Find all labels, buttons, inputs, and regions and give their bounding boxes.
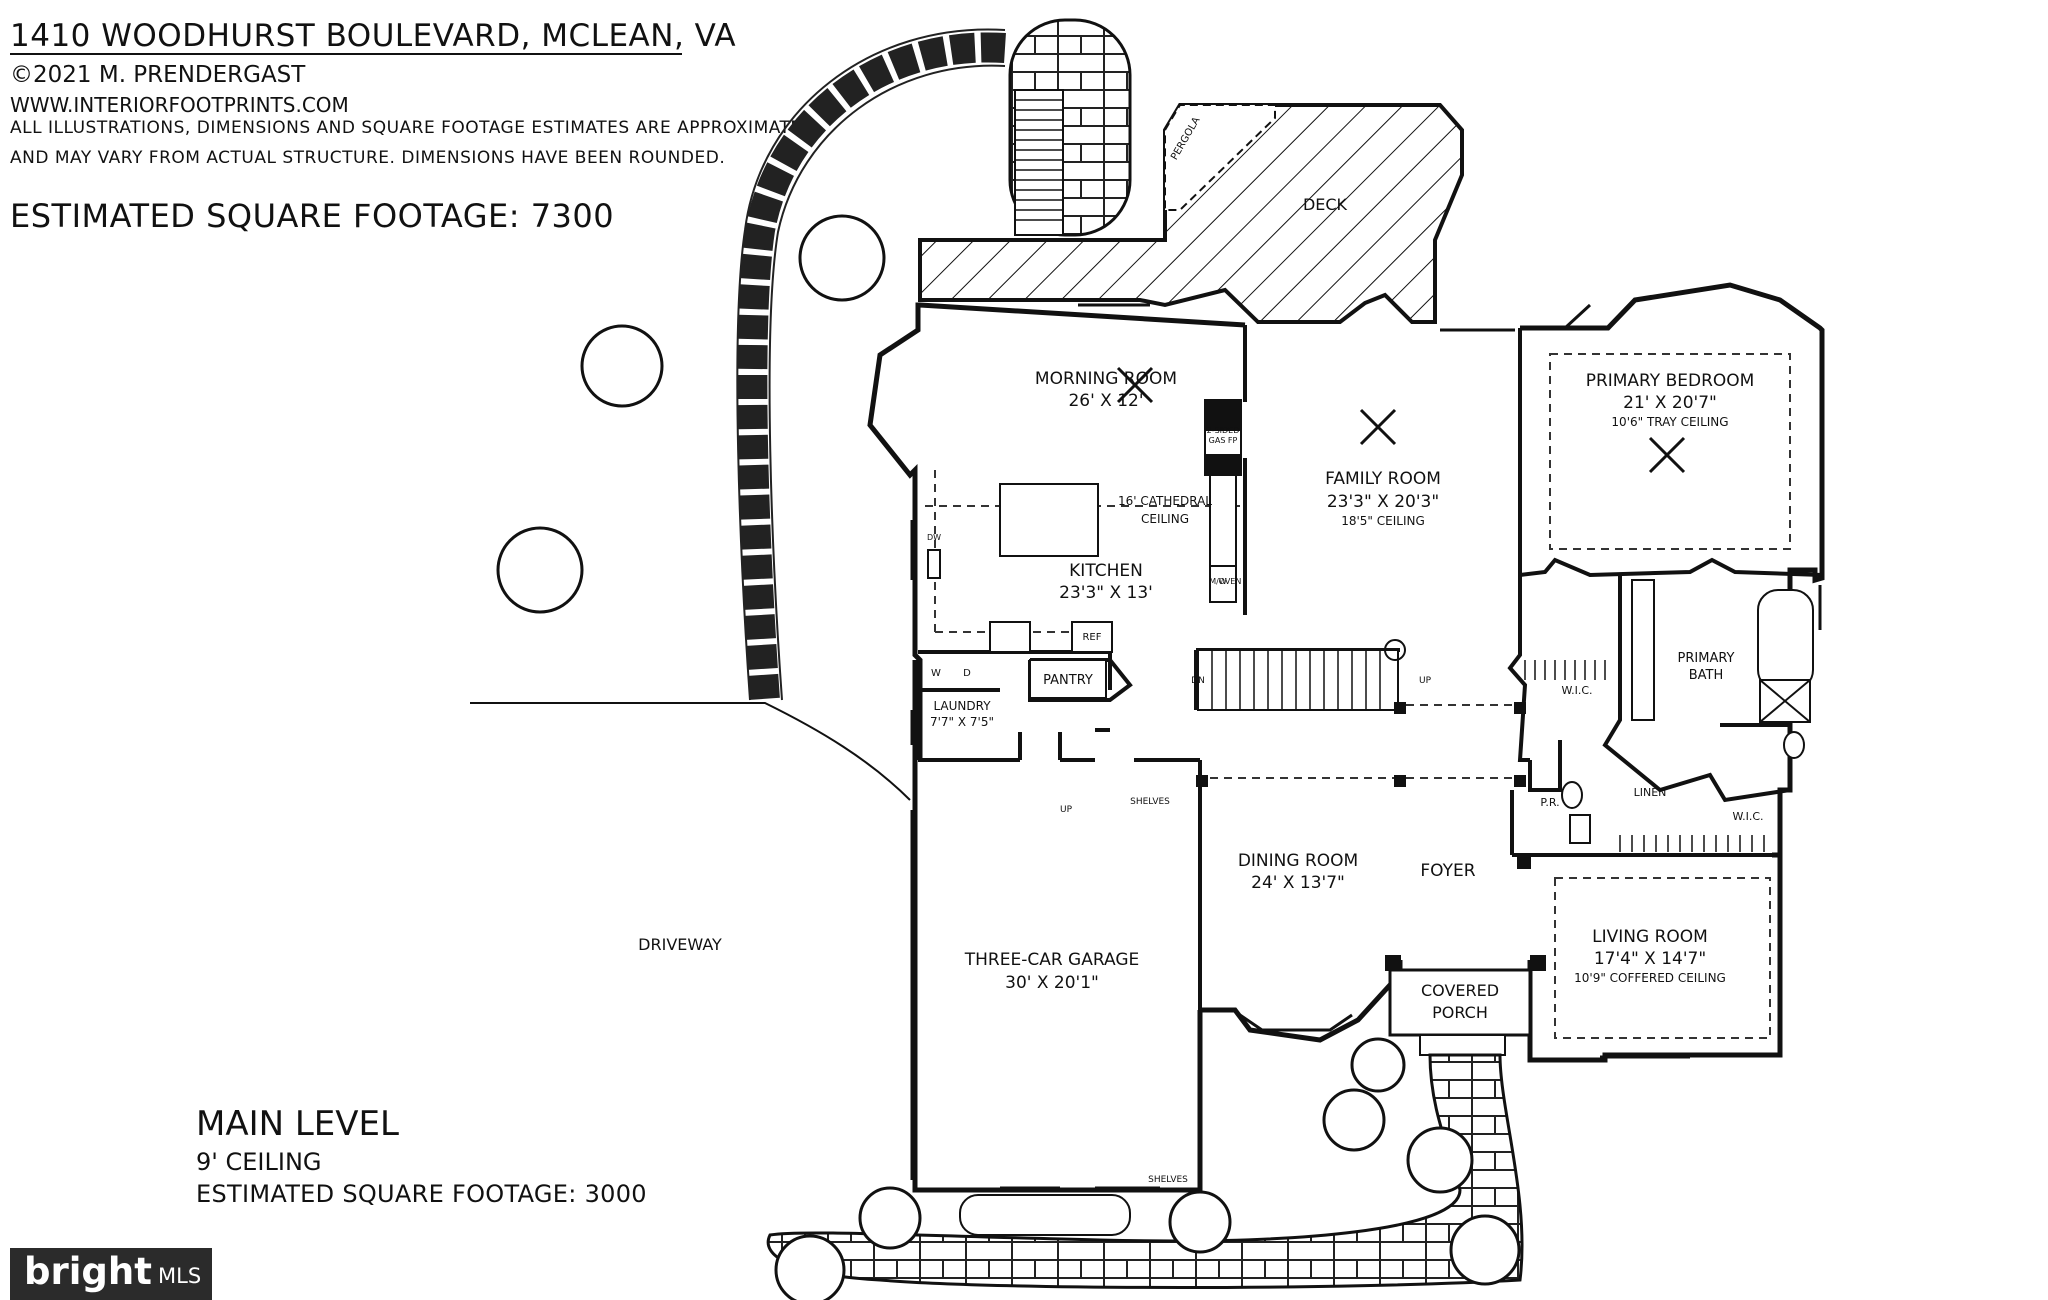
room-dims-garage: 30' X 20'1" [1005, 973, 1099, 993]
room-label-porch-2: PORCH [1432, 1003, 1488, 1022]
pergola [1164, 104, 1276, 211]
logo-suffix: MLS [158, 1264, 202, 1288]
room-dims-morning: 26' X 12' [1068, 391, 1143, 411]
closet-label-wic-2: W.I.C. [1732, 810, 1763, 823]
closet-label-wic-1: W.I.C. [1561, 684, 1592, 697]
room-label-morning: MORNING ROOM [1035, 369, 1177, 389]
copyright-text: ©2021 M. PRENDERGAST [10, 62, 306, 88]
room-label-living: LIVING ROOM [1592, 927, 1708, 947]
fixture-label-dryer: D [963, 668, 971, 679]
room-label-foyer: FOYER [1420, 861, 1475, 881]
property-address: 1410 WOODHURST BOULEVARD, MCLEAN, VA [10, 18, 737, 54]
logo-brand: bright [24, 1250, 152, 1293]
fixture-label-fireplace-2: GAS FP [1209, 436, 1238, 445]
area-label-driveway: DRIVEWAY [638, 935, 722, 954]
disclaimer-line-1: ALL ILLUSTRATIONS, DIMENSIONS AND SQUARE… [10, 118, 802, 138]
room-dims-primary-bedroom: 21' X 20'7" [1623, 393, 1717, 413]
bay-windows [910, 303, 1822, 1190]
room-label-laundry: LAUNDRY [933, 699, 991, 713]
bath-fixtures [1561, 579, 1814, 844]
room-label-primary-bedroom: PRIMARY BEDROOM [1586, 371, 1755, 391]
dishwasher [927, 549, 941, 579]
kitchen-fixtures [927, 399, 1242, 699]
room-label-porch-1: COVERED [1421, 981, 1499, 1000]
porch-steps [1419, 1034, 1506, 1056]
ceiling-note-family: 18'5" CEILING [1341, 514, 1425, 528]
room-dims-dining: 24' X 13'7" [1251, 873, 1345, 893]
turret-stairs [1008, 18, 1132, 237]
stair-label-up-1: UP [1419, 676, 1432, 686]
shelves-label-top: SHELVES [1130, 797, 1170, 807]
room-label-powder: P.R. [1540, 796, 1559, 809]
total-square-footage: ESTIMATED SQUARE FOOTAGE: 7300 [10, 197, 615, 235]
room-dims-living: 17'4" X 14'7" [1594, 949, 1706, 969]
room-label-primary-bath-2: BATH [1689, 668, 1724, 683]
pantry-box [1029, 659, 1107, 699]
stair-label-up-2: UP [1060, 805, 1073, 815]
room-label-family: FAMILY ROOM [1325, 469, 1441, 489]
website-text: WWW.INTERIORFOOTPRINTS.COM [10, 93, 349, 117]
driveway-edge [470, 702, 911, 801]
interior-walls [918, 325, 1823, 1010]
area-label-deck: DECK [1303, 195, 1348, 214]
closet-label-linen: LINEN [1634, 786, 1667, 799]
refrigerator [1071, 621, 1113, 653]
level-title: MAIN LEVEL [196, 1104, 399, 1144]
fixture-label-fireplace-1: 2-SIDED [1207, 426, 1240, 435]
main-staircase [1197, 639, 1406, 711]
fixture-label-washer: W [931, 668, 941, 679]
room-label-primary-bath-1: PRIMARY [1678, 651, 1735, 666]
level-square-footage: ESTIMATED SQUARE FOOTAGE: 3000 [196, 1180, 647, 1208]
address-underline [10, 53, 682, 55]
room-label-kitchen: KITCHEN [1069, 561, 1143, 581]
ceiling-fan-icon [1116, 366, 1686, 474]
ceiling-note-cathedral-1: 16' CATHEDRAL [1118, 494, 1212, 508]
ceiling-note-cathedral-2: CEILING [1141, 512, 1189, 526]
room-dims-family: 23'3" X 20'3" [1327, 492, 1439, 512]
room-label-garage: THREE-CAR GARAGE [964, 950, 1139, 970]
closet-shelving [1524, 660, 1765, 852]
fixture-label-mw-2: OVEN [1219, 577, 1242, 586]
fixture-label-dw: DW [927, 533, 941, 542]
level-ceiling: 9' CEILING [196, 1148, 322, 1176]
room-label-pantry: PANTRY [1043, 673, 1093, 688]
room-label-dining: DINING ROOM [1238, 851, 1358, 871]
room-dims-laundry: 7'7" X 7'5" [930, 715, 994, 729]
tree-icon [496, 214, 1521, 1300]
fixture-label-ref: REF [1082, 632, 1101, 643]
ceiling-note-living: 10'9" COFFERED CEILING [1574, 971, 1726, 985]
stone-walkway-north [736, 28, 1006, 702]
columns [1196, 702, 1546, 971]
bright-mls-logo: bright MLS [10, 1248, 212, 1300]
covered-porch [1388, 968, 1532, 1037]
shelves-label-bottom: SHELVES [1148, 1175, 1188, 1185]
cooktop [989, 621, 1031, 653]
kitchen-island [999, 483, 1099, 557]
fixture-label-mw-1: M/W [1209, 577, 1227, 586]
disclaimer-line-2: AND MAY VARY FROM ACTUAL STRUCTURE. DIME… [10, 148, 726, 168]
ceiling-note-primary-bedroom: 10'6" TRAY CEILING [1611, 415, 1728, 429]
stair-label-dn: DN [1191, 676, 1205, 686]
room-dims-kitchen: 23'3" X 13' [1059, 583, 1153, 603]
